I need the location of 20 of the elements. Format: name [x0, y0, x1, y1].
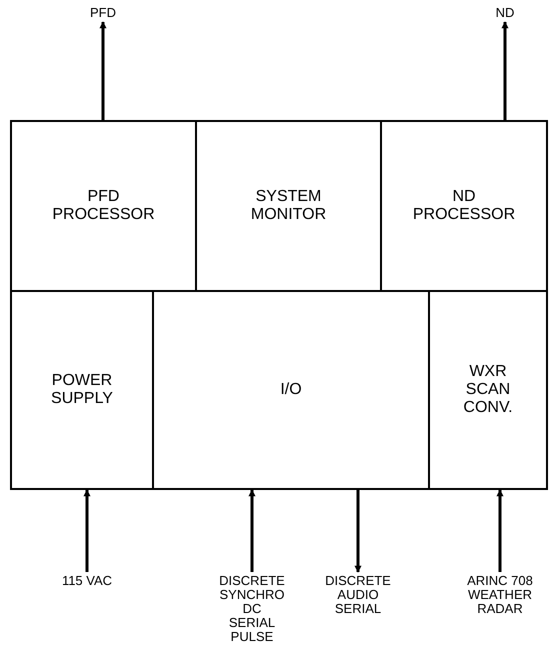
- module-box: [10, 120, 197, 292]
- module-label: ND PROCESSOR: [412, 188, 516, 224]
- arrow: [354, 490, 362, 573]
- arrow: [248, 489, 256, 572]
- signal-label: DISCRETE SYNCHRO DC SERIAL PULSE: [219, 574, 285, 644]
- module-label: POWER SUPPLY: [51, 372, 113, 408]
- module-label: PFD PROCESSOR: [52, 188, 155, 224]
- module-box: [380, 120, 548, 292]
- module-label: WXR SCAN CONV.: [463, 363, 513, 417]
- arrow: [502, 21, 508, 120]
- output-label: ND: [496, 6, 514, 20]
- module-box: [10, 290, 154, 490]
- module-label: SYSTEM MONITOR: [250, 188, 326, 224]
- arrow: [496, 489, 504, 572]
- output-label: PFD: [90, 6, 116, 20]
- arrow: [100, 21, 106, 120]
- signal-label: DISCRETE AUDIO SERIAL: [325, 574, 391, 616]
- module-label: I/O: [280, 381, 302, 399]
- module-box: [428, 290, 548, 490]
- arrow: [84, 489, 90, 572]
